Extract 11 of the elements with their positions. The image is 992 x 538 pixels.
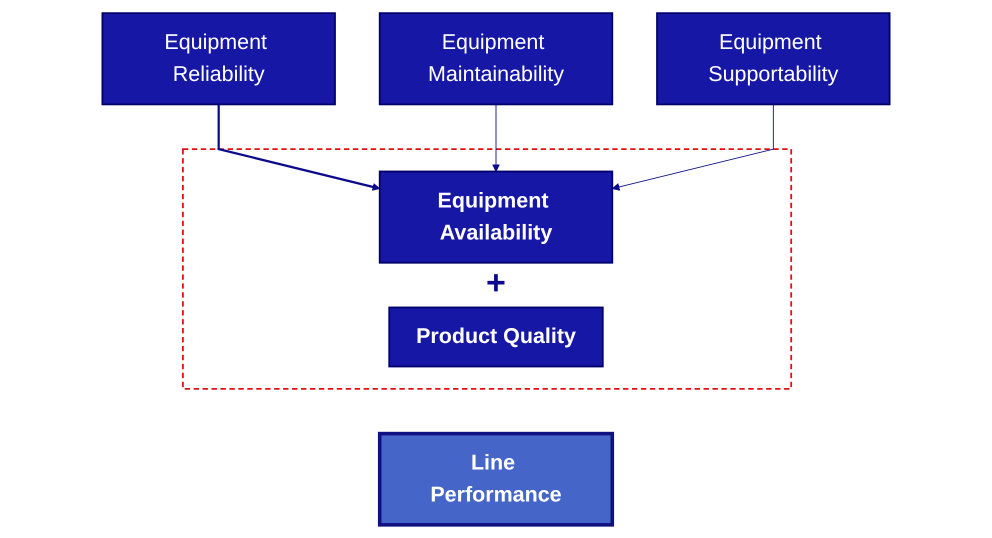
arrow bbox=[612, 104, 774, 191]
arrow bbox=[492, 104, 500, 172]
node-box: Equipment Reliability bbox=[102, 12, 336, 106]
node-box: Equipment Maintainability bbox=[378, 12, 614, 106]
node-box: Equipment Availability bbox=[378, 170, 614, 264]
arrow bbox=[218, 104, 380, 191]
node-box: Product Quality bbox=[388, 306, 604, 368]
node-box: Line Performance bbox=[378, 432, 614, 527]
plus-sign: + bbox=[486, 266, 506, 300]
cluster bbox=[182, 148, 792, 390]
node-box: Equipment Supportability bbox=[656, 12, 890, 106]
